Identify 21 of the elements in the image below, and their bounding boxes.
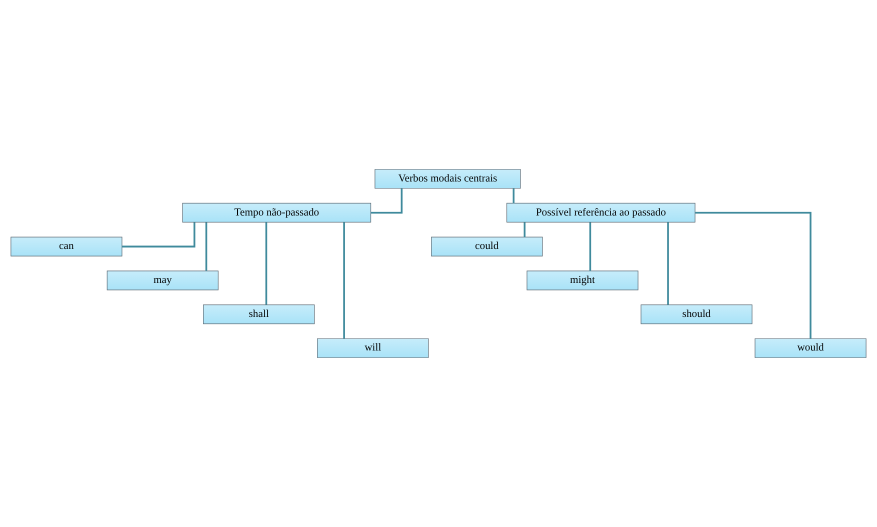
node-box: would [754, 338, 866, 358]
node-box: may [106, 270, 218, 290]
connector [667, 222, 669, 305]
node-box: Possível referência ao passado [506, 202, 696, 223]
connector [205, 222, 208, 271]
node-box: could [431, 236, 543, 256]
connector [589, 222, 592, 271]
connector [370, 188, 403, 214]
connector [343, 222, 345, 339]
node-box: Tempo não-passado [182, 202, 372, 223]
connector [122, 222, 196, 248]
node-box: might [526, 270, 638, 290]
node-box: shall [203, 304, 315, 324]
node-box: should [640, 304, 752, 324]
connector [695, 212, 812, 339]
connector [512, 188, 514, 204]
connector [524, 222, 526, 238]
connector [265, 222, 268, 305]
node-box: can [10, 236, 122, 256]
node-box: Verbos modais centrais [374, 169, 521, 189]
node-box: will [317, 338, 429, 358]
